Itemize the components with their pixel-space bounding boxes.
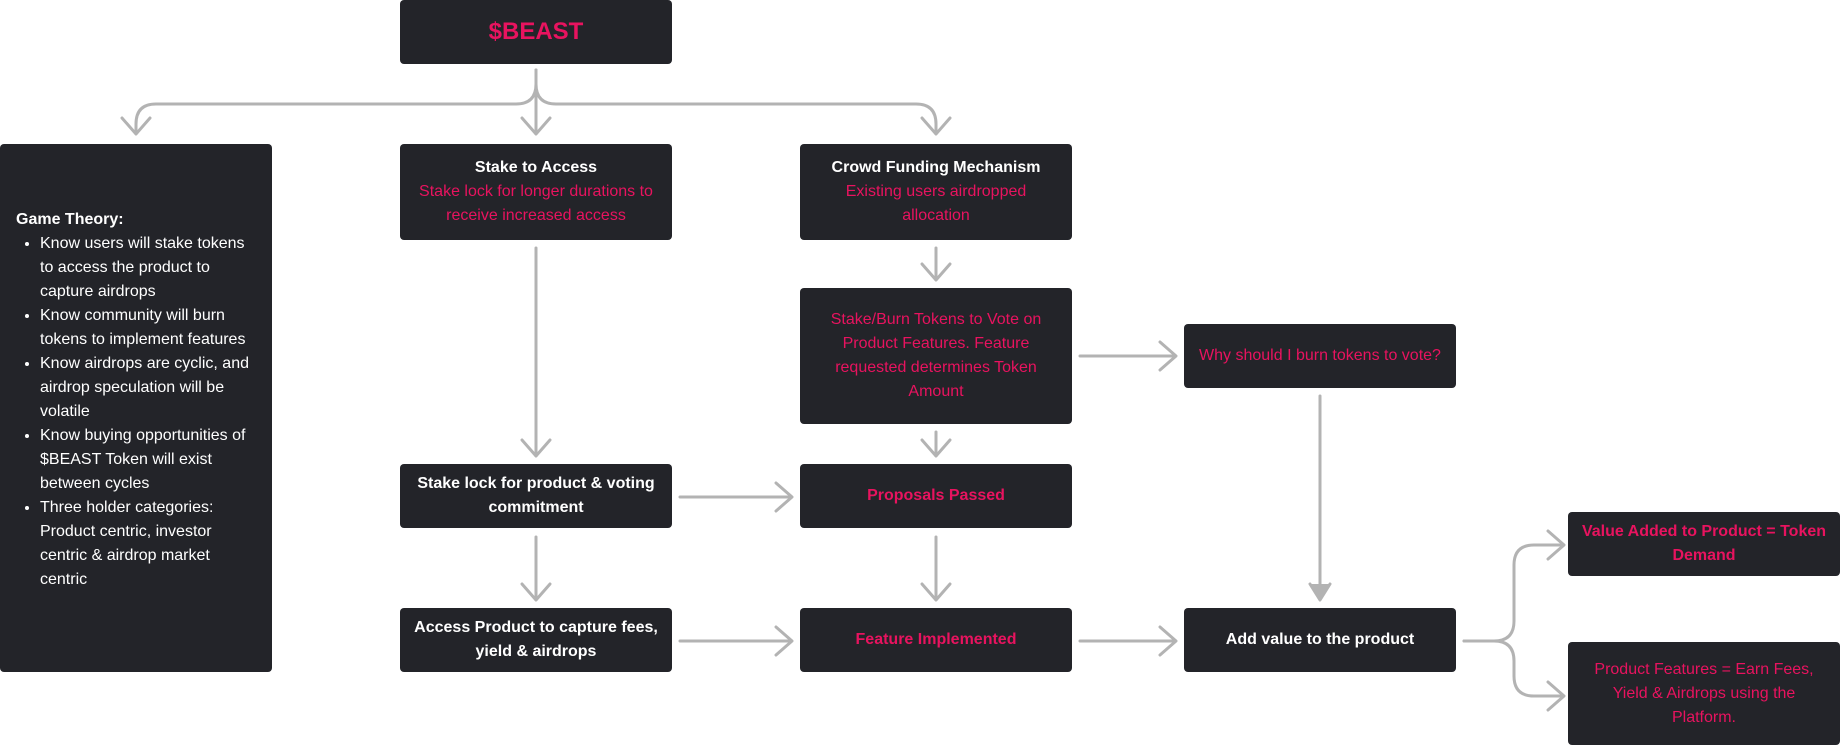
add-value-node: Add value to the product [1184,608,1456,672]
arrowhead-game-theory [120,116,152,136]
connector-addvalue-to-product-features [1462,639,1564,698]
game-theory-panel: Game Theory: Know users will stake token… [0,144,272,672]
arrowhead-proposals-down [920,438,952,458]
stake-to-access-node: Stake to Access Stake lock for longer du… [400,144,672,240]
crowd-funding-subtitle: Existing users airdropped allocation [845,183,1027,224]
arrowhead-proposals-right [774,481,794,513]
arrowhead-stake-access [520,116,552,136]
arrowhead-crowd-funding [920,116,952,136]
game-theory-item: Know users will stake tokens to access t… [40,232,258,304]
stake-burn-vote-label: Stake/Burn Tokens to Vote on Product Fea… [830,311,1042,400]
connector-beast-to-game-theory [134,68,538,134]
value-added-node: Value Added to Product = Token Demand [1568,512,1840,576]
game-theory-item: Know community will burn tokens to imple… [40,304,258,352]
game-theory-item: Know buying opportunities of $BEAST Toke… [40,424,258,496]
arrowhead-feature-right [774,625,794,657]
proposals-passed-label: Proposals Passed [867,487,1005,504]
why-burn-label: Why should I burn tokens to vote? [1199,347,1441,364]
connector-beast-to-crowd-funding [534,68,938,134]
arrowhead-why [1158,340,1178,372]
game-theory-item: Know airdrops are cyclic, and airdrop sp… [40,352,258,424]
feature-implemented-label: Feature Implemented [855,631,1017,648]
product-features-node: Product Features = Earn Fees, Yield & Ai… [1568,642,1840,745]
game-theory-item: Three holder categories: Product centric… [40,496,258,592]
feature-implemented-node: Feature Implemented [800,608,1072,672]
connector-addvalue-to-value-added [1462,543,1564,643]
game-theory-heading: Game Theory: [16,211,124,228]
access-product-label: Access Product to capture fees, yield & … [414,619,658,660]
product-features-label: Product Features = Earn Fees, Yield & Ai… [1594,660,1814,726]
arrowhead-value-added [1546,529,1566,561]
stake-to-access-title: Stake to Access [474,159,598,176]
arrowhead-stake-lock [520,438,552,458]
proposals-passed-node: Proposals Passed [800,464,1072,528]
crowd-funding-node: Crowd Funding Mechanism Existing users a… [800,144,1072,240]
stake-to-access-subtitle: Stake lock for longer durations to recei… [419,183,653,224]
arrowhead-product-features [1546,680,1566,712]
arrowhead-stakeburn [920,262,952,282]
why-burn-node: Why should I burn tokens to vote? [1184,324,1456,388]
arrowhead-access [520,582,552,602]
arrowhead-feature-down [920,582,952,602]
value-added-label: Value Added to Product = Token Demand [1581,523,1827,564]
stake-lock-commitment-label: Stake lock for product & voting commitme… [417,475,655,516]
stake-burn-vote-node: Stake/Burn Tokens to Vote on Product Fea… [800,288,1072,424]
game-theory-list: Know users will stake tokens to access t… [16,232,258,592]
beast-token-label: $BEAST [488,18,584,45]
stake-lock-commitment-node: Stake lock for product & voting commitme… [400,464,672,528]
crowd-funding-title: Crowd Funding Mechanism [831,159,1041,176]
add-value-label: Add value to the product [1225,631,1415,648]
arrowhead-addvalue-down [1308,582,1332,602]
beast-token-node: $BEAST [400,0,672,64]
arrowhead-addvalue-right [1158,625,1178,657]
access-product-node: Access Product to capture fees, yield & … [400,608,672,672]
